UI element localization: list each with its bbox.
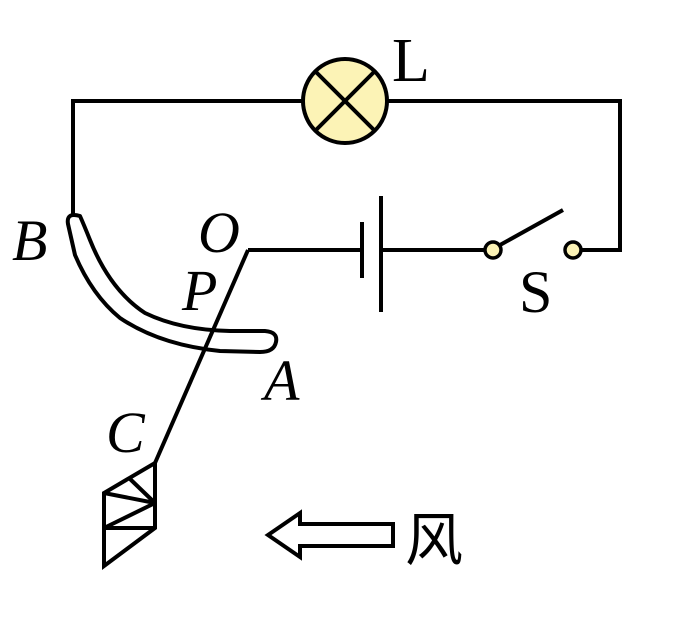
curved-resistor-ab <box>65 213 279 354</box>
wind-vane <box>102 459 157 570</box>
label-switch: S <box>519 259 552 325</box>
lamp-symbol <box>301 57 389 145</box>
label-point-p: P <box>181 258 217 323</box>
label-point-o: O <box>198 200 240 265</box>
label-point-a: A <box>260 348 300 413</box>
wind-arrow-icon <box>264 509 395 561</box>
wire-top-right <box>387 99 622 252</box>
label-point-c: C <box>106 400 146 465</box>
label-point-b: B <box>12 208 47 273</box>
battery-symbol <box>360 196 383 312</box>
label-wind: 风 <box>405 506 463 574</box>
label-lamp: L <box>392 27 430 95</box>
switch-symbol <box>483 208 583 260</box>
wire-top-left <box>71 99 303 215</box>
rod-opc <box>153 249 250 464</box>
